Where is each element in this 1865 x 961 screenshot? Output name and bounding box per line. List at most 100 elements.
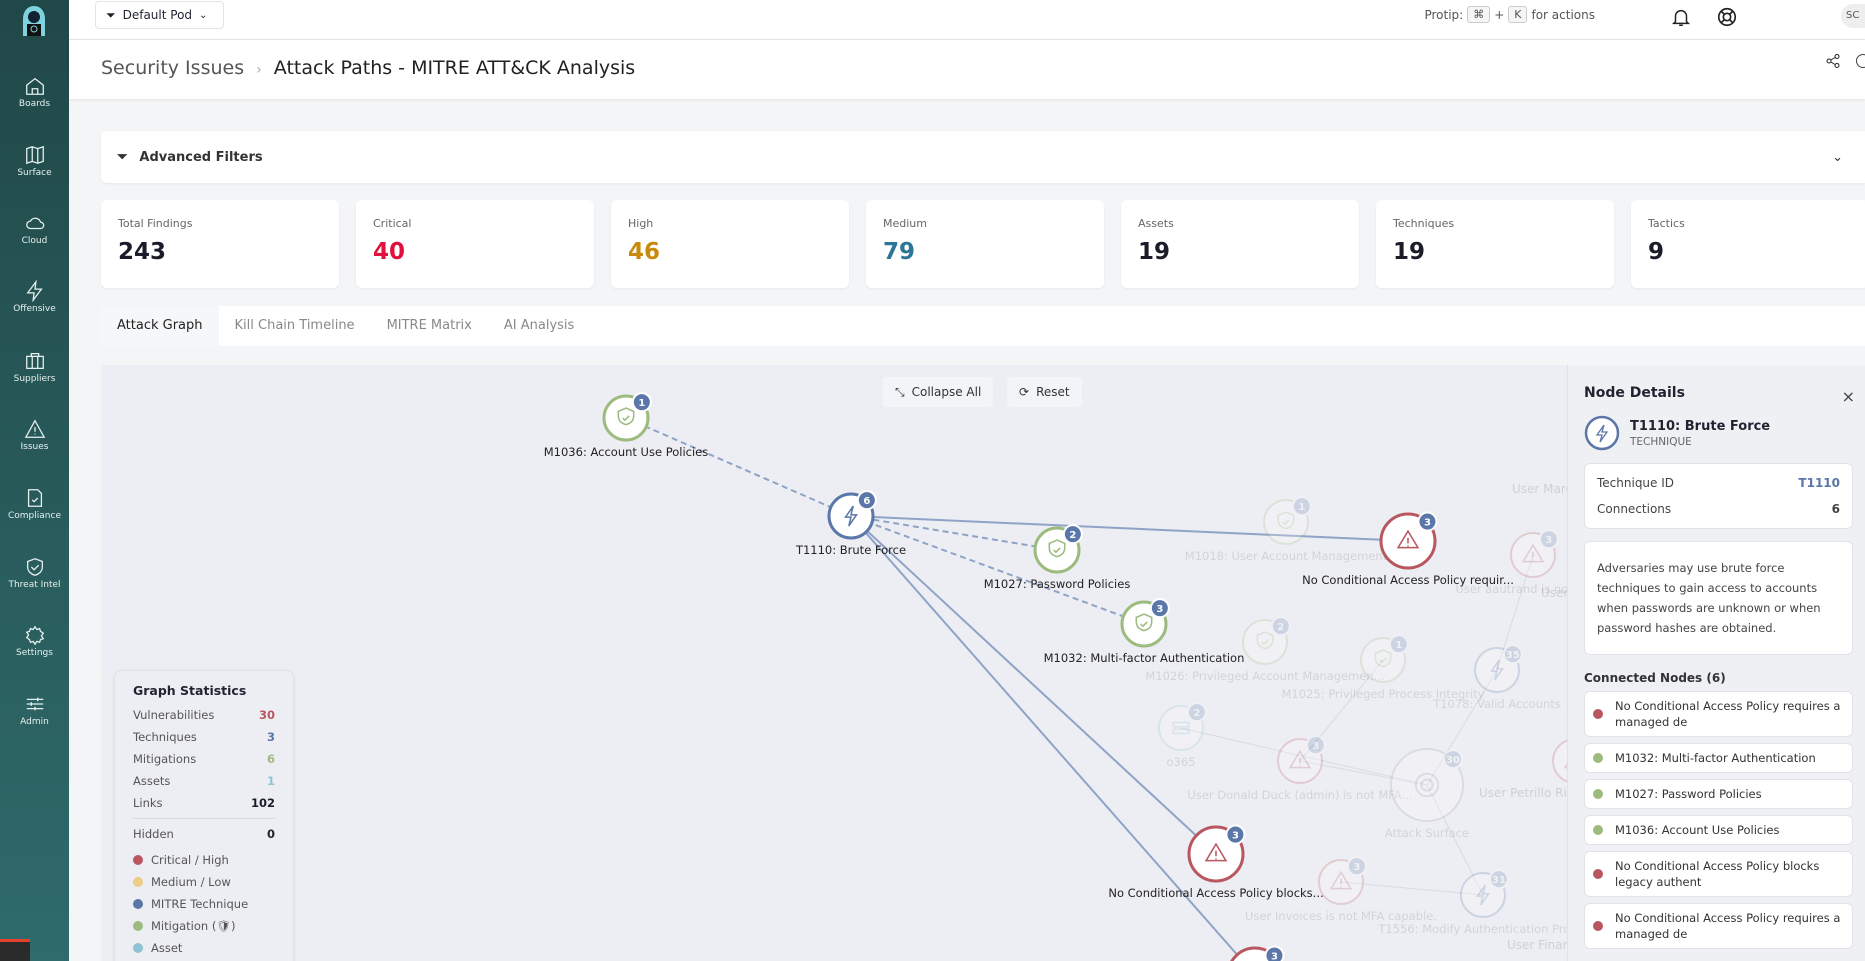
sidebar-item-suppliers[interactable]: Suppliers <box>0 350 69 384</box>
stat-value: 9 <box>1648 239 1665 265</box>
graph-edge-exploits <box>850 515 1409 542</box>
graph-node-vuln[interactable]: 3 <box>1228 945 1285 961</box>
top-bar: ⏷ Default Pod ⌄ Protip: ⌘ + K for action… <box>69 0 1865 40</box>
pod-selector[interactable]: ⏷ Default Pod ⌄ <box>95 1 224 29</box>
laravel-debug-icon[interactable] <box>0 939 30 961</box>
connected-node-item[interactable]: No Conditional Access Policy blocks lega… <box>1584 851 1853 897</box>
node-type-dot <box>1593 869 1603 879</box>
graph-edge-faded <box>1496 554 1534 671</box>
advanced-filters-toggle[interactable]: ⏷ Advanced Filters ⌄ <box>101 131 1865 183</box>
tab-ai-analysis[interactable]: AI Analysis <box>503 318 575 333</box>
graph-edge-faded <box>1340 881 1484 896</box>
node-label: M1018: User Account Management <box>1185 549 1388 563</box>
stat-value: 30 <box>258 708 275 722</box>
user-avatar[interactable]: SC <box>1841 4 1865 28</box>
node-count-badge <box>1270 616 1291 637</box>
legend-label: Medium / Low <box>151 875 231 889</box>
sidebar-item-label: Surface <box>17 168 52 178</box>
node-count: 6 <box>863 496 870 507</box>
sidebar-item-compliance[interactable]: Compliance <box>0 487 69 521</box>
connected-node-item[interactable]: No Conditional Access Policy requires a … <box>1584 691 1853 737</box>
node-type-dot <box>1593 921 1603 931</box>
node-type: TECHNIQUE <box>1630 435 1692 448</box>
tab-mitre-matrix[interactable]: MITRE Matrix <box>386 318 472 333</box>
asset-icon <box>1172 721 1190 735</box>
share-icon[interactable] <box>1825 53 1841 69</box>
node-count-badge <box>631 392 652 413</box>
briefcase-icon <box>25 353 44 369</box>
connections-label: Connections <box>1597 502 1672 516</box>
sidebar-item-threat-intel[interactable]: Threat Intel <box>0 556 69 590</box>
connected-node-item[interactable]: M1032: Multi-factor Authentication <box>1584 743 1853 773</box>
vuln-icon <box>1521 543 1545 563</box>
connected-node-item[interactable]: No Conditional Access Policy requires a … <box>1584 903 1853 949</box>
tab-attack-graph[interactable]: Attack Graph <box>101 306 219 346</box>
sidebar-item-issues[interactable]: Issues <box>0 418 69 452</box>
collapse-all-button[interactable]: ⤡Collapse All <box>883 377 994 407</box>
node-count: 1 <box>1395 640 1402 651</box>
sidebar-item-label: Boards <box>18 99 51 109</box>
warning-icon <box>24 419 45 438</box>
connected-node-label: No Conditional Access Policy blocks lega… <box>1615 859 1820 889</box>
sliders-icon <box>26 697 43 711</box>
map-icon <box>25 145 44 165</box>
stat-value: 1 <box>266 774 275 788</box>
reset-button[interactable]: ⟳Reset <box>1007 377 1082 407</box>
tab-kill-chain-timeline[interactable]: Kill Chain Timeline <box>234 318 355 333</box>
node-count-badge <box>1502 644 1523 665</box>
bell-icon[interactable] <box>1670 6 1692 28</box>
node-count-badge <box>1225 824 1246 845</box>
app-logo[interactable] <box>14 4 54 38</box>
sidebar-item-surface[interactable]: Surface <box>0 144 69 178</box>
sidebar-item-cloud[interactable]: Cloud <box>0 212 69 246</box>
sidebar-item-boards[interactable]: Boards <box>0 75 69 109</box>
lifebuoy-icon[interactable] <box>1716 6 1738 28</box>
technique-icon <box>1476 884 1490 906</box>
technique-id-link[interactable]: T1110 <box>1798 476 1840 490</box>
sidebar-item-settings[interactable]: Settings <box>0 624 69 658</box>
breadcrumb-parent[interactable]: Security Issues <box>101 57 245 79</box>
connected-node-label: No Conditional Access Policy requires a … <box>1615 911 1841 941</box>
graph-node-vuln[interactable]: 3No Conditional Access Policy blocks... <box>1108 824 1324 900</box>
node-count-badge <box>1488 869 1509 890</box>
stat-value: 40 <box>373 239 406 265</box>
node-circle <box>1510 532 1556 578</box>
help-icon[interactable] <box>1855 53 1865 69</box>
graph-node-vuln[interactable]: 3No Conditional Access Policy requir... <box>1302 511 1514 587</box>
node-count: 2 <box>1277 622 1284 633</box>
legend-label: MITRE Technique <box>151 897 249 911</box>
node-label: M1026: Privileged Account Managemen... <box>1145 669 1384 683</box>
sidebar-item-admin[interactable]: Admin <box>0 693 69 727</box>
legend-item: MITRE Technique <box>133 893 275 915</box>
connected-node-label: M1036: Account Use Policies <box>1615 823 1780 837</box>
node-count: 1 <box>638 398 645 409</box>
node-count-badge <box>1305 735 1326 756</box>
connected-node-label: M1032: Multi-factor Authentication <box>1615 751 1816 765</box>
sidebar-item-offensive[interactable]: Offensive <box>0 280 69 314</box>
connected-node-item[interactable]: M1036: Account Use Policies <box>1584 815 1853 845</box>
node-circle <box>1242 619 1288 665</box>
connected-node-item[interactable]: M1027: Password Policies <box>1584 779 1853 809</box>
close-icon[interactable]: × <box>1841 387 1855 406</box>
graph-edge-faded <box>1299 659 1384 762</box>
